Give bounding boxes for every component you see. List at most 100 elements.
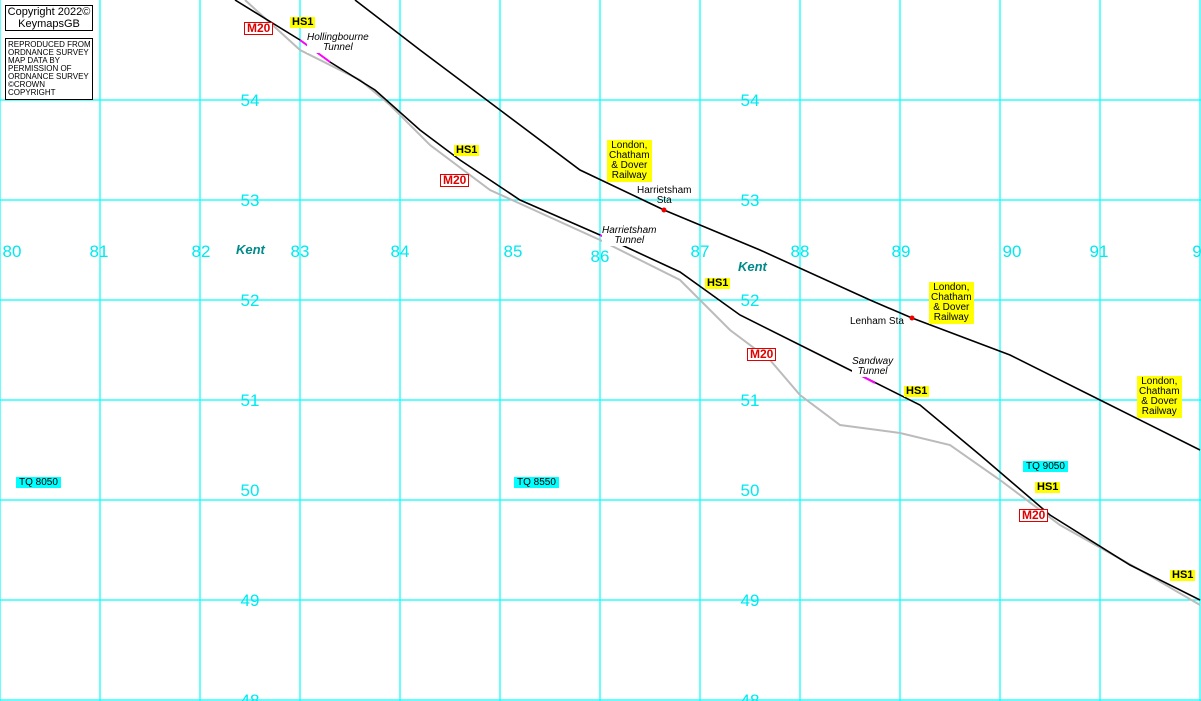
os-credit-box: REPRODUCED FROM ORDNANCE SURVEY MAP DATA… <box>5 38 93 100</box>
credit-line: REPRODUCED FROM <box>8 40 91 49</box>
station-label-text: Harrietsham <box>637 185 692 196</box>
m20-label-text: M20 <box>1022 508 1046 522</box>
easting-label: 90 <box>1003 242 1022 261</box>
northing-label: 51 <box>741 391 760 410</box>
easting-label: 83 <box>291 242 310 261</box>
railway-label-text: & Dover <box>933 302 970 313</box>
credit-line: MAP DATA BY <box>8 56 61 65</box>
grid-ref-label: TQ 9050 <box>1023 461 1068 472</box>
hs1-label: HS1 <box>1170 569 1196 581</box>
northing-label: 49 <box>241 591 260 610</box>
railway-label-text: Chatham <box>931 292 972 303</box>
railway-label-text: Chatham <box>1139 386 1180 397</box>
easting-label: 82 <box>192 242 211 261</box>
credit-line: PERMISSION OF <box>8 64 72 73</box>
m20-label: M20 <box>747 347 777 361</box>
credit-line: ORDNANCE SURVEY <box>8 72 89 81</box>
copyright-owner: KeymapsGB <box>18 18 80 30</box>
harrietsham-station-marker[interactable] <box>661 207 667 213</box>
hs1-label: HS1 <box>904 385 930 397</box>
tunnel-label-text: Tunnel <box>614 235 645 246</box>
hs1-label-text: HS1 <box>292 16 314 28</box>
station-label-text: Lenham Sta <box>850 316 904 327</box>
tunnel-label-text: Sandway <box>852 356 894 367</box>
hs1-label-text: HS1 <box>1172 569 1194 581</box>
m20-label-text: M20 <box>443 173 467 187</box>
tunnel-label-text: Tunnel <box>322 42 353 53</box>
northing-label: 49 <box>741 591 760 610</box>
hs1-label-text: HS1 <box>707 277 729 289</box>
hs1-railway <box>234 0 1201 601</box>
lcdr-railway <box>354 0 1201 451</box>
northing-label: 52 <box>241 291 260 310</box>
hs1-label-text: HS1 <box>1037 481 1059 493</box>
easting-label: 9 <box>1192 242 1201 261</box>
easting-label: 81 <box>90 242 109 261</box>
northing-label: 52 <box>741 291 760 310</box>
grid-ref-label-text: TQ 8050 <box>19 477 58 488</box>
easting-label: 80 <box>3 242 22 261</box>
grid-ref-label-text: TQ 9050 <box>1026 461 1065 472</box>
copyright-text: Copyright 2022© <box>7 6 91 18</box>
hs1-label: HS1 <box>705 277 731 289</box>
northing-label: 50 <box>741 481 760 500</box>
easting-label: 87 <box>691 242 710 261</box>
northing-label: 48 <box>741 691 760 701</box>
region-label: Kent <box>236 242 266 257</box>
easting-label: 91 <box>1090 242 1109 261</box>
tunnel-label-text: Harrietsham <box>602 225 657 236</box>
m20-label: M20 <box>440 173 470 187</box>
credit-line: ©CROWN COPYRIGHT <box>8 80 56 97</box>
hs1-label: HS1 <box>290 16 316 28</box>
m20-label: M20 <box>244 21 274 35</box>
easting-label: 86 <box>591 247 610 266</box>
railway-label-text: & Dover <box>611 160 648 171</box>
hs1-label: HS1 <box>1035 481 1061 493</box>
railway-label-text: London, <box>933 282 970 293</box>
station-label-text: Sta <box>656 195 672 206</box>
railway-label-text: Chatham <box>609 150 650 161</box>
lenham-station-marker[interactable] <box>909 315 915 321</box>
railway-label-text: London, <box>1141 376 1178 387</box>
northing-label: 50 <box>241 481 260 500</box>
easting-label: 89 <box>892 242 911 261</box>
northing-label: 51 <box>241 391 260 410</box>
railway-label-text: Railway <box>611 170 647 181</box>
credit-line: ORDNANCE SURVEY <box>8 48 89 57</box>
station-label: Lenham Sta <box>850 317 904 327</box>
m20-label-text: M20 <box>750 347 774 361</box>
northing-label: 53 <box>241 191 260 210</box>
hs1-label: HS1 <box>454 144 480 156</box>
grid-ref-label: TQ 8050 <box>16 477 61 488</box>
northing-label: 54 <box>241 91 260 110</box>
northing-label: 53 <box>741 191 760 210</box>
region-label: Kent <box>738 259 768 274</box>
m20-label: M20 <box>1019 508 1049 522</box>
northing-label: 54 <box>741 91 760 110</box>
railway-label-text: & Dover <box>1141 396 1178 407</box>
m20-label-text: M20 <box>247 21 271 35</box>
easting-label: 84 <box>391 242 410 261</box>
tunnel-label-text: Hollingbourne <box>307 32 369 43</box>
easting-label: 88 <box>791 242 810 261</box>
hs1-label-text: HS1 <box>456 144 478 156</box>
hs1-label-text: HS1 <box>906 385 928 397</box>
m20-motorway <box>244 0 1201 606</box>
tunnel-label-text: Tunnel <box>857 366 888 377</box>
grid-ref-label-text: TQ 8550 <box>517 477 556 488</box>
copyright-box: Copyright 2022© KeymapsGB <box>5 5 93 31</box>
northing-label: 48 <box>241 691 260 701</box>
easting-label: 85 <box>504 242 523 261</box>
railway-label-text: Railway <box>933 312 969 323</box>
railway-label-text: Railway <box>1141 406 1177 417</box>
railway-label-text: London, <box>611 140 648 151</box>
